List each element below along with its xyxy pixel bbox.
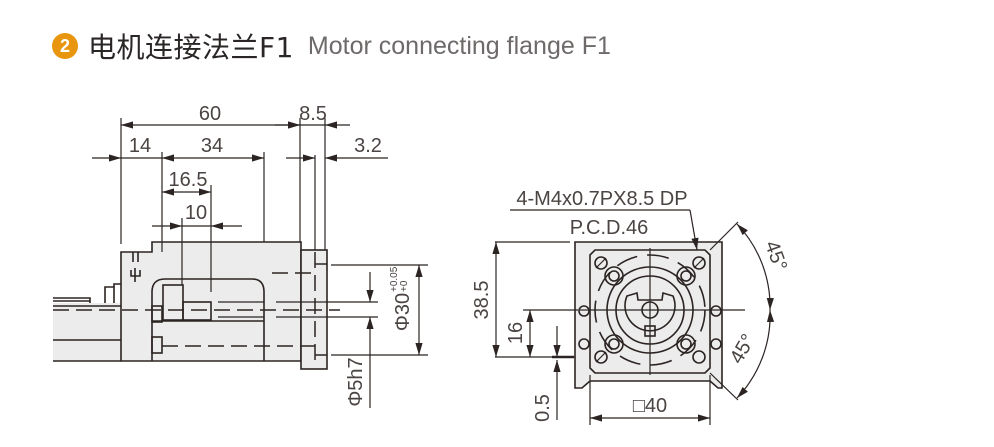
dim-60: 60 <box>199 103 221 125</box>
threaded-holes <box>578 256 722 364</box>
angle-bottom-45: 45° <box>726 330 760 367</box>
dim-16: 16 <box>505 322 527 344</box>
dim-bore-diameter: Φ30 <box>392 293 414 331</box>
dim-16-5: 16.5 <box>169 169 208 191</box>
section-header: 2 电机连接法兰F1 Motor connecting flange F1 <box>52 26 611 66</box>
front-view: 4-M4x0.7PX8.5 DP P.C.D.46 38.5 16 0.5 □4… <box>471 188 791 425</box>
dim-bore-tol-upper: +0.05 <box>389 266 400 292</box>
title-chinese: 电机连接法兰F1 <box>88 31 294 64</box>
dim-10: 10 <box>185 202 207 224</box>
pcd-label: P.C.D.46 <box>570 217 649 239</box>
dim-38-5: 38.5 <box>471 281 493 320</box>
angle-top-45: 45° <box>760 238 791 274</box>
dim-shaft-diameter: Φ5h7 <box>345 357 367 406</box>
side-view: 60 8.5 14 34 3.2 16.5 10 Φ30 +0.05 +0 <box>53 103 428 408</box>
counterbore-holes <box>604 266 696 354</box>
dim-square-40: □40 <box>633 395 667 417</box>
title-english: Motor connecting flange F1 <box>307 31 611 60</box>
dim-3-2: 3.2 <box>354 135 382 157</box>
dim-14: 14 <box>129 135 151 157</box>
motor-body <box>53 303 121 361</box>
dim-bore-tol-lower: +0 <box>399 280 410 292</box>
dim-8-5: 8.5 <box>299 103 327 125</box>
section-number-badge: 2 <box>52 33 78 59</box>
dim-0-5: 0.5 <box>532 394 554 422</box>
dim-34: 34 <box>201 135 223 157</box>
thread-callout: 4-M4x0.7PX8.5 DP <box>516 188 687 210</box>
